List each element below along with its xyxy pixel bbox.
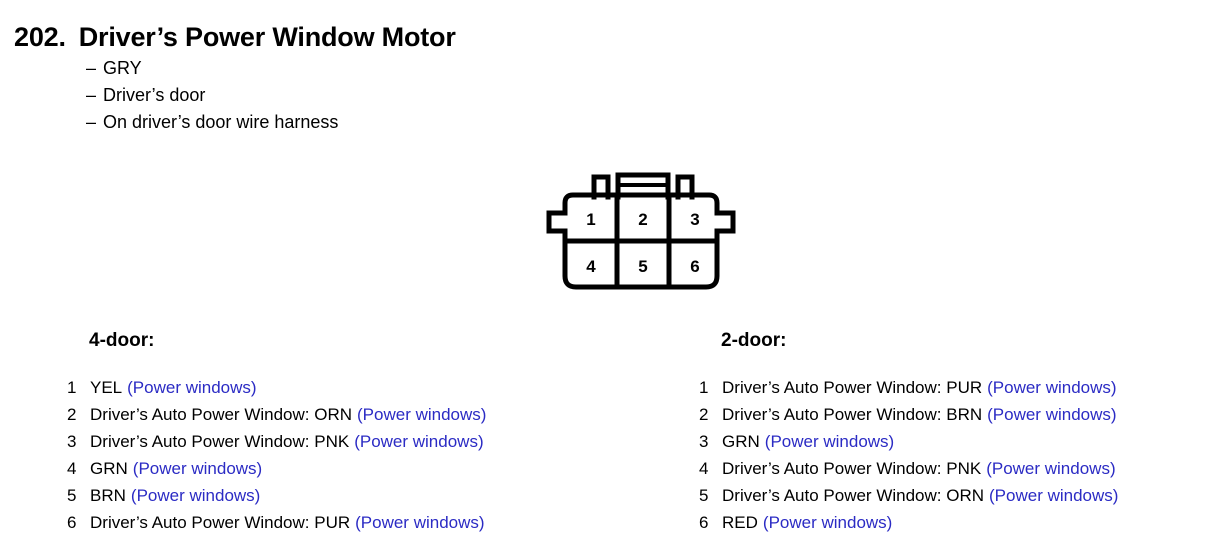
spec-list-item: –GRY [86,55,338,82]
spec-list-item: –Driver’s door [86,82,338,109]
pin-row: 2 Driver’s Auto Power Window: BRN(Power w… [699,401,1199,428]
connector-pin-1: 1 [586,210,595,229]
pinout-heading-4door: 4-door: [89,330,155,351]
pin-circuit-reference: (Power windows) [986,459,1116,478]
connector-pin-4: 4 [586,257,596,276]
pin-row: 3 GRN(Power windows) [699,428,1199,455]
spec-list-item-label: GRY [103,58,142,78]
pin-row: 1 Driver’s Auto Power Window: PUR(Power w… [699,374,1199,401]
connector-top-tab-right [675,174,695,200]
pin-circuit-reference: (Power windows) [132,459,263,478]
dash-bullet-icon: – [86,58,97,78]
pin-description: Driver’s Auto Power Window: PUR [722,378,983,397]
pin-number: 3 [67,432,77,451]
pin-row: 3 Driver’s Auto Power Window: PNK(Power w… [67,428,667,455]
pin-description: Driver’s Auto Power Window: PNK [722,459,982,478]
pin-number: 2 [67,405,77,424]
pin-row: 2 Driver’s Auto Power Window: ORN(Power w… [67,401,667,428]
pin-circuit-reference: (Power windows) [762,513,893,532]
pin-row: 6 RED(Power windows) [699,509,1199,536]
pin-number: 6 [67,513,77,532]
pin-description: RED [722,513,758,532]
pin-description: YEL [90,378,123,397]
pin-row: 4 Driver’s Auto Power Window: PNK(Power w… [699,455,1199,482]
pin-circuit-reference: (Power windows) [357,405,487,424]
pin-circuit-reference: (Power windows) [354,432,484,451]
dash-bullet-icon: – [86,112,97,132]
pin-number: 5 [699,486,709,505]
pinout-heading-2door: 2-door: [721,330,787,351]
pin-number: 6 [699,513,709,532]
pin-row: 5 Driver’s Auto Power Window: ORN(Power w… [699,482,1199,509]
spec-list-item: –On driver’s door wire harness [86,109,338,136]
spec-list: –GRY–Driver’s door–On driver’s door wire… [86,55,338,136]
pin-row: 1 YEL(Power windows) [67,374,667,401]
connector-top-tab-left [591,174,611,200]
pin-description: Driver’s Auto Power Window: BRN [722,405,983,424]
pin-number: 4 [67,459,77,478]
pin-description: Driver’s Auto Power Window: ORN [722,486,985,505]
pin-circuit-reference: (Power windows) [989,486,1119,505]
pin-number: 1 [67,378,77,397]
pin-circuit-reference: (Power windows) [127,378,257,397]
pin-description: Driver’s Auto Power Window: PUR [90,513,351,532]
dash-bullet-icon: – [86,85,97,105]
spec-list-item-label: Driver’s door [103,85,206,105]
pin-number: 4 [699,459,709,478]
connector-pin-5: 5 [638,257,647,276]
connector-pin-3: 3 [690,210,699,229]
connector-pin-2: 2 [638,210,647,229]
pin-circuit-reference: (Power windows) [764,432,895,451]
page-title: 202. Driver’s Power Window Motor [14,22,456,53]
pin-row: 6 Driver’s Auto Power Window: PUR(Power w… [67,509,667,536]
pin-circuit-reference: (Power windows) [355,513,485,532]
pin-description: Driver’s Auto Power Window: PNK [90,432,350,451]
connector-body-outline [546,192,736,290]
pin-number: 2 [699,405,709,424]
page-title-text: Driver’s Power Window Motor [78,22,456,53]
pin-circuit-reference: (Power windows) [130,486,261,505]
spec-list-item-label: On driver’s door wire harness [103,112,339,132]
pin-row: 5 BRN(Power windows) [67,482,667,509]
pin-number: 1 [699,378,709,397]
pin-number: 3 [699,432,709,451]
connector-outline-svg: 1 2 3 4 5 6 [546,172,736,290]
pin-row: 4 GRN(Power windows) [67,455,667,482]
page-title-number: 202. [14,22,66,53]
pin-number: 5 [67,486,77,505]
connector-pin-6: 6 [690,257,699,276]
pin-description: Driver’s Auto Power Window: ORN [90,405,353,424]
pin-description: GRN [722,432,760,451]
pin-circuit-reference: (Power windows) [987,405,1117,424]
pin-description: GRN [90,459,128,478]
pin-description: BRN [90,486,126,505]
pin-circuit-reference: (Power windows) [987,378,1117,397]
connector-diagram: 1 2 3 4 5 6 [540,168,750,298]
